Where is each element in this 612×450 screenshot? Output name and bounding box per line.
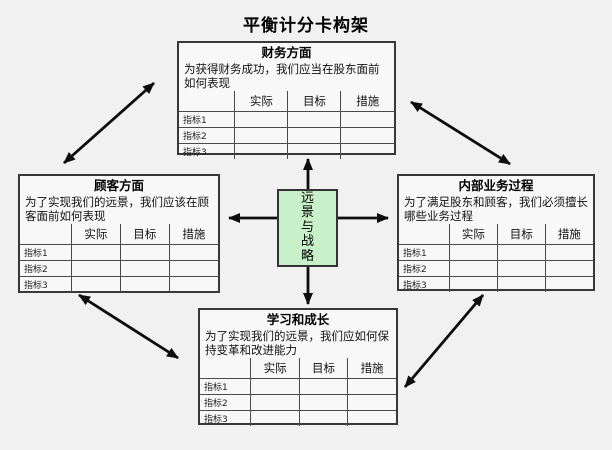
customer-metrics-table: 实际 目标 措施 指标1 指标2 指标3 <box>19 223 219 293</box>
empty-cell <box>448 243 498 261</box>
table-corner-cell <box>178 90 236 112</box>
column-header-measure: 措施 <box>347 357 397 379</box>
empty-cell <box>287 110 342 128</box>
empty-cell <box>234 126 289 144</box>
empty-cell <box>298 409 349 427</box>
empty-cell <box>544 259 594 277</box>
empty-cell <box>234 110 289 128</box>
internal-box-description: 为了满足股东和顾客，我们必须擅长哪些业务过程 <box>404 194 588 224</box>
financial-box-description: 为获得财务成功，我们应当在股东面前如何表现 <box>184 61 380 91</box>
table-corner-cell <box>199 357 252 379</box>
empty-cell <box>250 377 300 395</box>
column-header-measure: 措施 <box>168 223 219 245</box>
empty-cell <box>340 126 395 144</box>
column-header-actual: 实际 <box>234 90 289 112</box>
empty-cell <box>347 377 397 395</box>
empty-cell <box>70 243 121 261</box>
empty-cell <box>250 409 300 427</box>
empty-cell <box>287 142 342 160</box>
internal-box-title: 内部业务过程 <box>458 178 534 193</box>
empty-cell <box>347 409 397 427</box>
row-label-indicator-3: 指标3 <box>398 275 450 293</box>
column-header-target: 目标 <box>496 223 546 245</box>
column-header-measure: 措施 <box>544 223 594 245</box>
column-header-actual: 实际 <box>448 223 498 245</box>
empty-cell <box>70 259 121 277</box>
row-label-indicator-2: 指标2 <box>398 259 450 277</box>
table-corner-cell <box>19 223 72 245</box>
empty-cell <box>340 142 395 160</box>
row-label-indicator-3: 指标3 <box>199 409 252 427</box>
customer-box-description: 为了实现我们的远景，我们应该在顾客面前如何表现 <box>25 194 209 224</box>
row-label-indicator-1: 指标1 <box>19 243 72 261</box>
row-label-indicator-3: 指标3 <box>19 275 72 293</box>
empty-cell <box>544 275 594 293</box>
learning-box-description: 为了实现我们的远景，我们应如何保持变革和改进能力 <box>205 328 389 358</box>
empty-cell <box>544 243 594 261</box>
row-label-indicator-3: 指标3 <box>178 142 236 160</box>
financial-perspective-box: 财务方面 为获得财务成功，我们应当在股东面前如何表现 实际 目标 措施 指标1 … <box>177 41 396 160</box>
learning-growth-perspective-box: 学习和成长 为了实现我们的远景，我们应如何保持变革和改进能力 实际 目标 措施 … <box>198 308 398 427</box>
financial-box-title: 财务方面 <box>261 45 312 60</box>
customer-perspective-box: 顾客方面 为了实现我们的远景，我们应该在顾客面前如何表现 实际 目标 措施 指标… <box>18 174 220 293</box>
row-label-indicator-2: 指标2 <box>199 393 252 411</box>
empty-cell <box>70 275 121 293</box>
column-header-target: 目标 <box>298 357 349 379</box>
column-header-target: 目标 <box>119 223 170 245</box>
empty-cell <box>496 259 546 277</box>
empty-cell <box>168 243 219 261</box>
vision-strategy-box: 远景与战略 <box>277 189 338 267</box>
arrow-financial-internal <box>410 100 511 166</box>
vision-strategy-label: 远景与战略 <box>300 190 314 264</box>
internal-metrics-table: 实际 目标 措施 指标1 指标2 指标3 <box>398 223 594 293</box>
table-corner-cell <box>398 223 450 245</box>
column-header-actual: 实际 <box>70 223 121 245</box>
empty-cell <box>496 275 546 293</box>
learning-metrics-table: 实际 目标 措施 指标1 指标2 指标3 <box>199 357 397 427</box>
row-label-indicator-1: 指标1 <box>398 243 450 261</box>
column-header-target: 目标 <box>287 90 342 112</box>
empty-cell <box>298 393 349 411</box>
arrow-internal-learning <box>403 294 485 388</box>
learning-box-title: 学习和成长 <box>266 312 330 327</box>
empty-cell <box>347 393 397 411</box>
column-header-actual: 实际 <box>250 357 300 379</box>
empty-cell <box>234 142 289 160</box>
customer-box-title: 顾客方面 <box>93 178 144 193</box>
row-label-indicator-2: 指标2 <box>19 259 72 277</box>
arrow-customer-learning <box>78 293 179 360</box>
arrow-customer-financial <box>63 81 155 165</box>
row-label-indicator-2: 指标2 <box>178 126 236 144</box>
empty-cell <box>448 259 498 277</box>
empty-cell <box>119 243 170 261</box>
empty-cell <box>496 243 546 261</box>
empty-cell <box>168 259 219 277</box>
empty-cell <box>448 275 498 293</box>
internal-process-perspective-box: 内部业务过程 为了满足股东和顾客，我们必须擅长哪些业务过程 实际 目标 措施 指… <box>397 174 595 293</box>
empty-cell <box>250 393 300 411</box>
empty-cell <box>340 110 395 128</box>
row-label-indicator-1: 指标1 <box>178 110 236 128</box>
column-header-measure: 措施 <box>340 90 395 112</box>
empty-cell <box>119 259 170 277</box>
empty-cell <box>119 275 170 293</box>
page-title: 平衡计分卡构架 <box>243 16 369 36</box>
row-label-indicator-1: 指标1 <box>199 377 252 395</box>
empty-cell <box>168 275 219 293</box>
financial-metrics-table: 实际 目标 措施 指标1 指标2 指标3 <box>178 90 395 160</box>
empty-cell <box>287 126 342 144</box>
empty-cell <box>298 377 349 395</box>
